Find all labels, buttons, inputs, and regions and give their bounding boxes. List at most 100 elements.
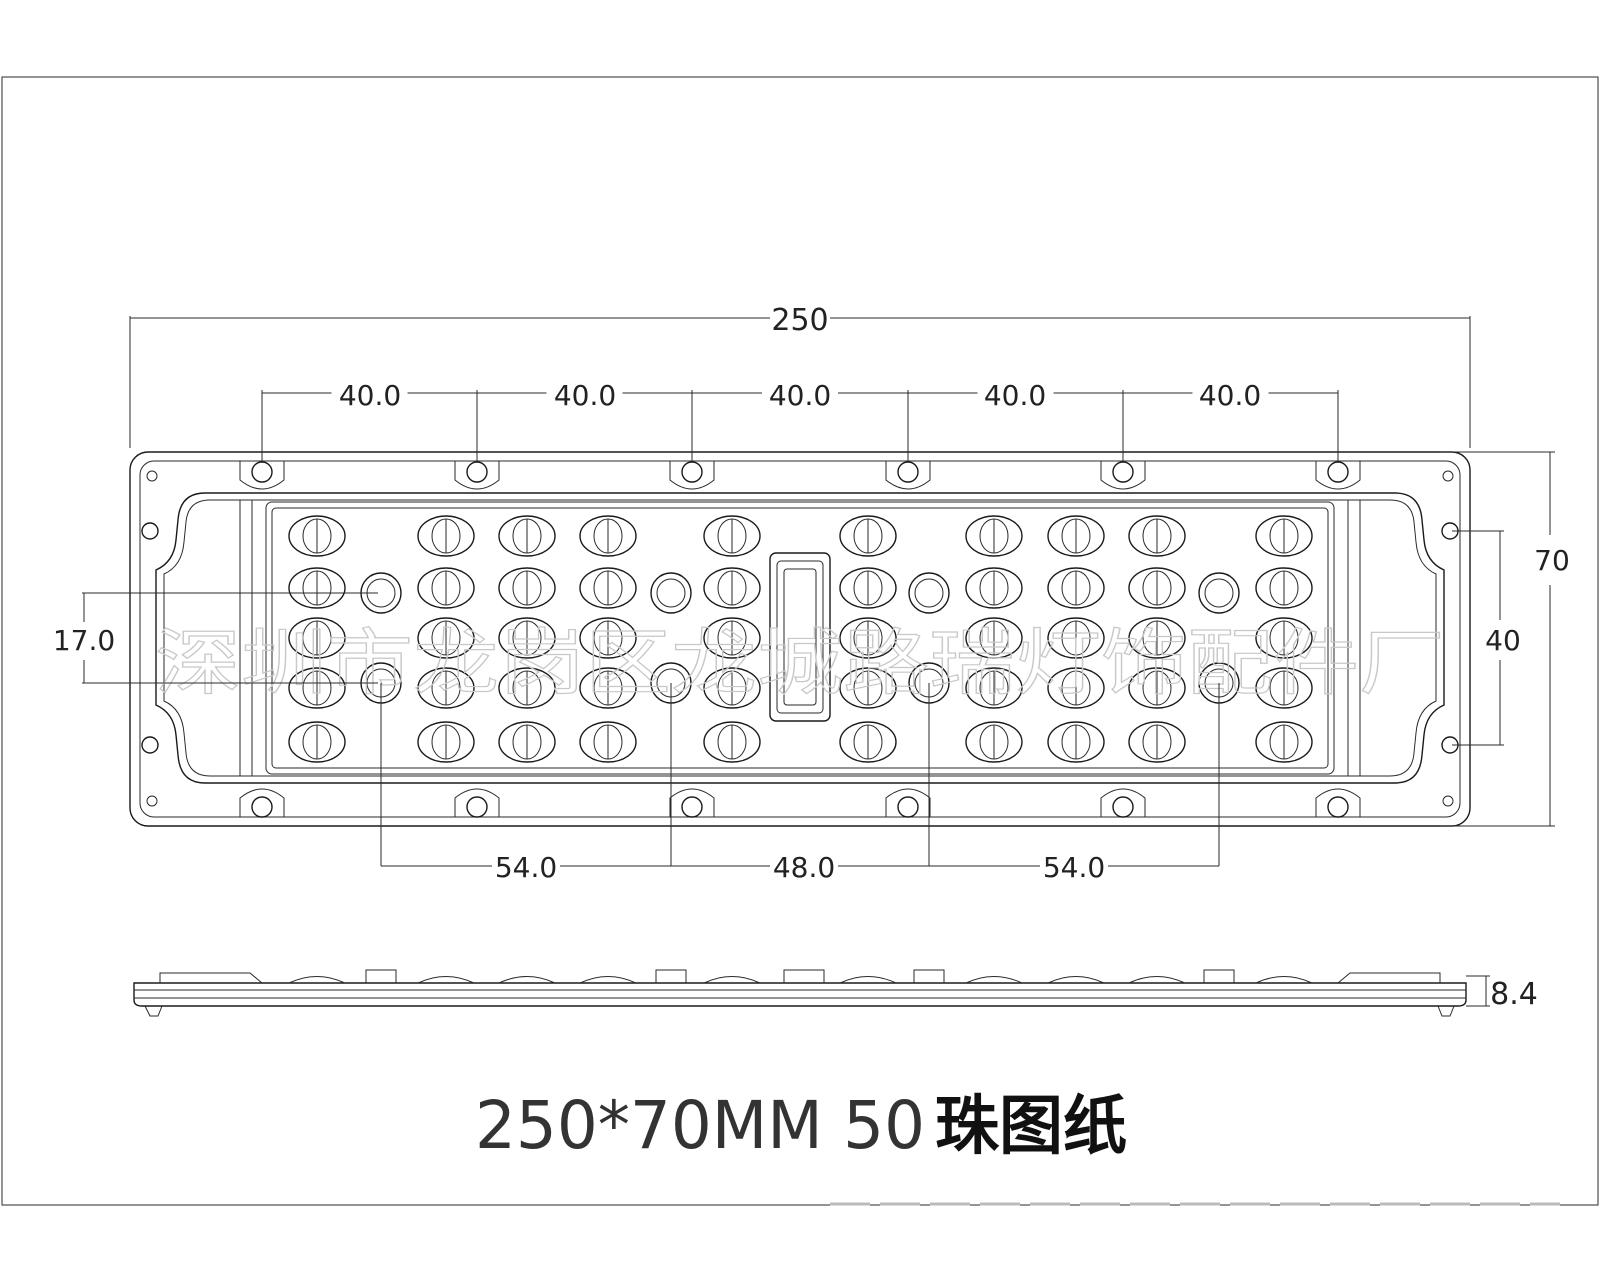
rim-boss-top (1100, 461, 1146, 490)
lens-outer (1128, 667, 1186, 709)
dimension-hole-pitch: 40.0 40.0 40.0 40.0 40.0 (261, 379, 1339, 462)
screw-hole-bottom (1327, 796, 1349, 818)
lens-outer (498, 617, 556, 659)
rim-bosses (239, 461, 1361, 817)
rim-boss-bottom (885, 788, 931, 817)
lens-outer (498, 515, 556, 557)
lens-outer (839, 617, 897, 659)
screw-hole-bottom (1112, 796, 1134, 818)
rim-boss-top (1315, 461, 1361, 490)
dim-height: 70 (1534, 544, 1570, 577)
lens-outer (965, 667, 1023, 709)
lens-outer (288, 515, 346, 557)
dim-bottom-3: 54.0 (1043, 851, 1105, 884)
lens-outer (965, 721, 1023, 763)
dim-pitch-4: 40.0 (984, 379, 1046, 412)
lens-outer (1255, 721, 1313, 763)
lens-outer (579, 567, 637, 609)
lens-outer (288, 617, 346, 659)
watermark-text: 深圳市龙岗区龙城路瑞灯饰配件厂 (155, 621, 1445, 705)
lens-outer (965, 567, 1023, 609)
lens-field (265, 501, 1335, 775)
mount-boss-outer (1198, 572, 1240, 614)
dim-pitch-3: 40.0 (769, 379, 831, 412)
rim-boss-top (239, 461, 285, 490)
screw-hole-top (681, 461, 703, 483)
side-boss-block (783, 969, 825, 983)
rim-boss-bottom (1315, 788, 1361, 817)
lens-grid (288, 515, 1313, 763)
lens-field-inner (271, 507, 1329, 769)
lens-outer (1047, 667, 1105, 709)
lens-outer (579, 515, 637, 557)
screw-hole-bottom (251, 796, 273, 818)
screw-hole-top (251, 461, 273, 483)
dim-left-spacing: 17.0 (53, 624, 115, 657)
side-mount-hole (141, 522, 159, 540)
lens-outer (417, 515, 475, 557)
side-boss-block (655, 969, 687, 983)
lens-outer (1255, 667, 1313, 709)
dimension-height: 70 (1440, 451, 1570, 827)
rim-boss-bottom (454, 788, 500, 817)
lens-outer (1047, 721, 1105, 763)
lens-outer (839, 721, 897, 763)
side-boss-block (913, 969, 945, 983)
side-lens-bump (965, 976, 1023, 984)
screw-hole-top (1112, 461, 1134, 483)
lens-outer (965, 515, 1023, 557)
dim-bottom-2: 48.0 (773, 851, 835, 884)
lens-outer (703, 667, 761, 709)
corner-hole (146, 470, 158, 482)
lens-outer (417, 567, 475, 609)
screw-hole-bottom (897, 796, 919, 818)
corner-hole (146, 795, 158, 807)
lens-outer (498, 721, 556, 763)
dimension-overall-length: 250 (129, 303, 1471, 448)
dimension-bottom-spacings: 54.0 48.0 54.0 (380, 683, 1220, 884)
board-outer-outline (129, 451, 1471, 827)
dim-thickness: 8.4 (1490, 977, 1538, 1012)
lens-outer (1047, 515, 1105, 557)
side-lens-bump (498, 976, 556, 984)
lens-outer (1255, 617, 1313, 659)
dim-pitch-2: 40.0 (554, 379, 616, 412)
lens-outer (498, 667, 556, 709)
lens-outer (1128, 515, 1186, 557)
lens-outer (288, 667, 346, 709)
screw-hole-top (466, 461, 488, 483)
lens-outer (288, 721, 346, 763)
dim-mount-spacing: 40 (1485, 624, 1521, 657)
lens-outer (839, 515, 897, 557)
lens-outer (288, 567, 346, 609)
board-recess-contour-inner (163, 499, 1437, 777)
center-connector-slot (769, 552, 831, 722)
side-end-block (1337, 972, 1441, 984)
lens-outer (1255, 515, 1313, 557)
lens-outer (1047, 617, 1105, 659)
lens-outer (579, 721, 637, 763)
side-lens-bump (579, 976, 637, 984)
rim-boss-top (454, 461, 500, 490)
dim-pitch-1: 40.0 (339, 379, 401, 412)
lens-outer (965, 617, 1023, 659)
side-lens-bump (703, 976, 761, 984)
rim-boss-top (669, 461, 715, 490)
mount-boss-inner (656, 578, 686, 608)
side-lens-bumps (159, 969, 1441, 984)
title-label: 珠图纸 (935, 1090, 1127, 1164)
dim-bottom-1: 54.0 (495, 851, 557, 884)
side-boss-block (1203, 969, 1235, 983)
lens-outer (417, 667, 475, 709)
lens-outer (703, 721, 761, 763)
mount-boss-outer (908, 572, 950, 614)
side-end-block (159, 972, 263, 984)
rim-boss-bottom (239, 788, 285, 817)
lens-outer (839, 667, 897, 709)
lens-outer (703, 567, 761, 609)
lens-outer (1128, 617, 1186, 659)
lens-outer (417, 721, 475, 763)
lens-outer (839, 567, 897, 609)
side-lens-bump (1047, 976, 1105, 984)
